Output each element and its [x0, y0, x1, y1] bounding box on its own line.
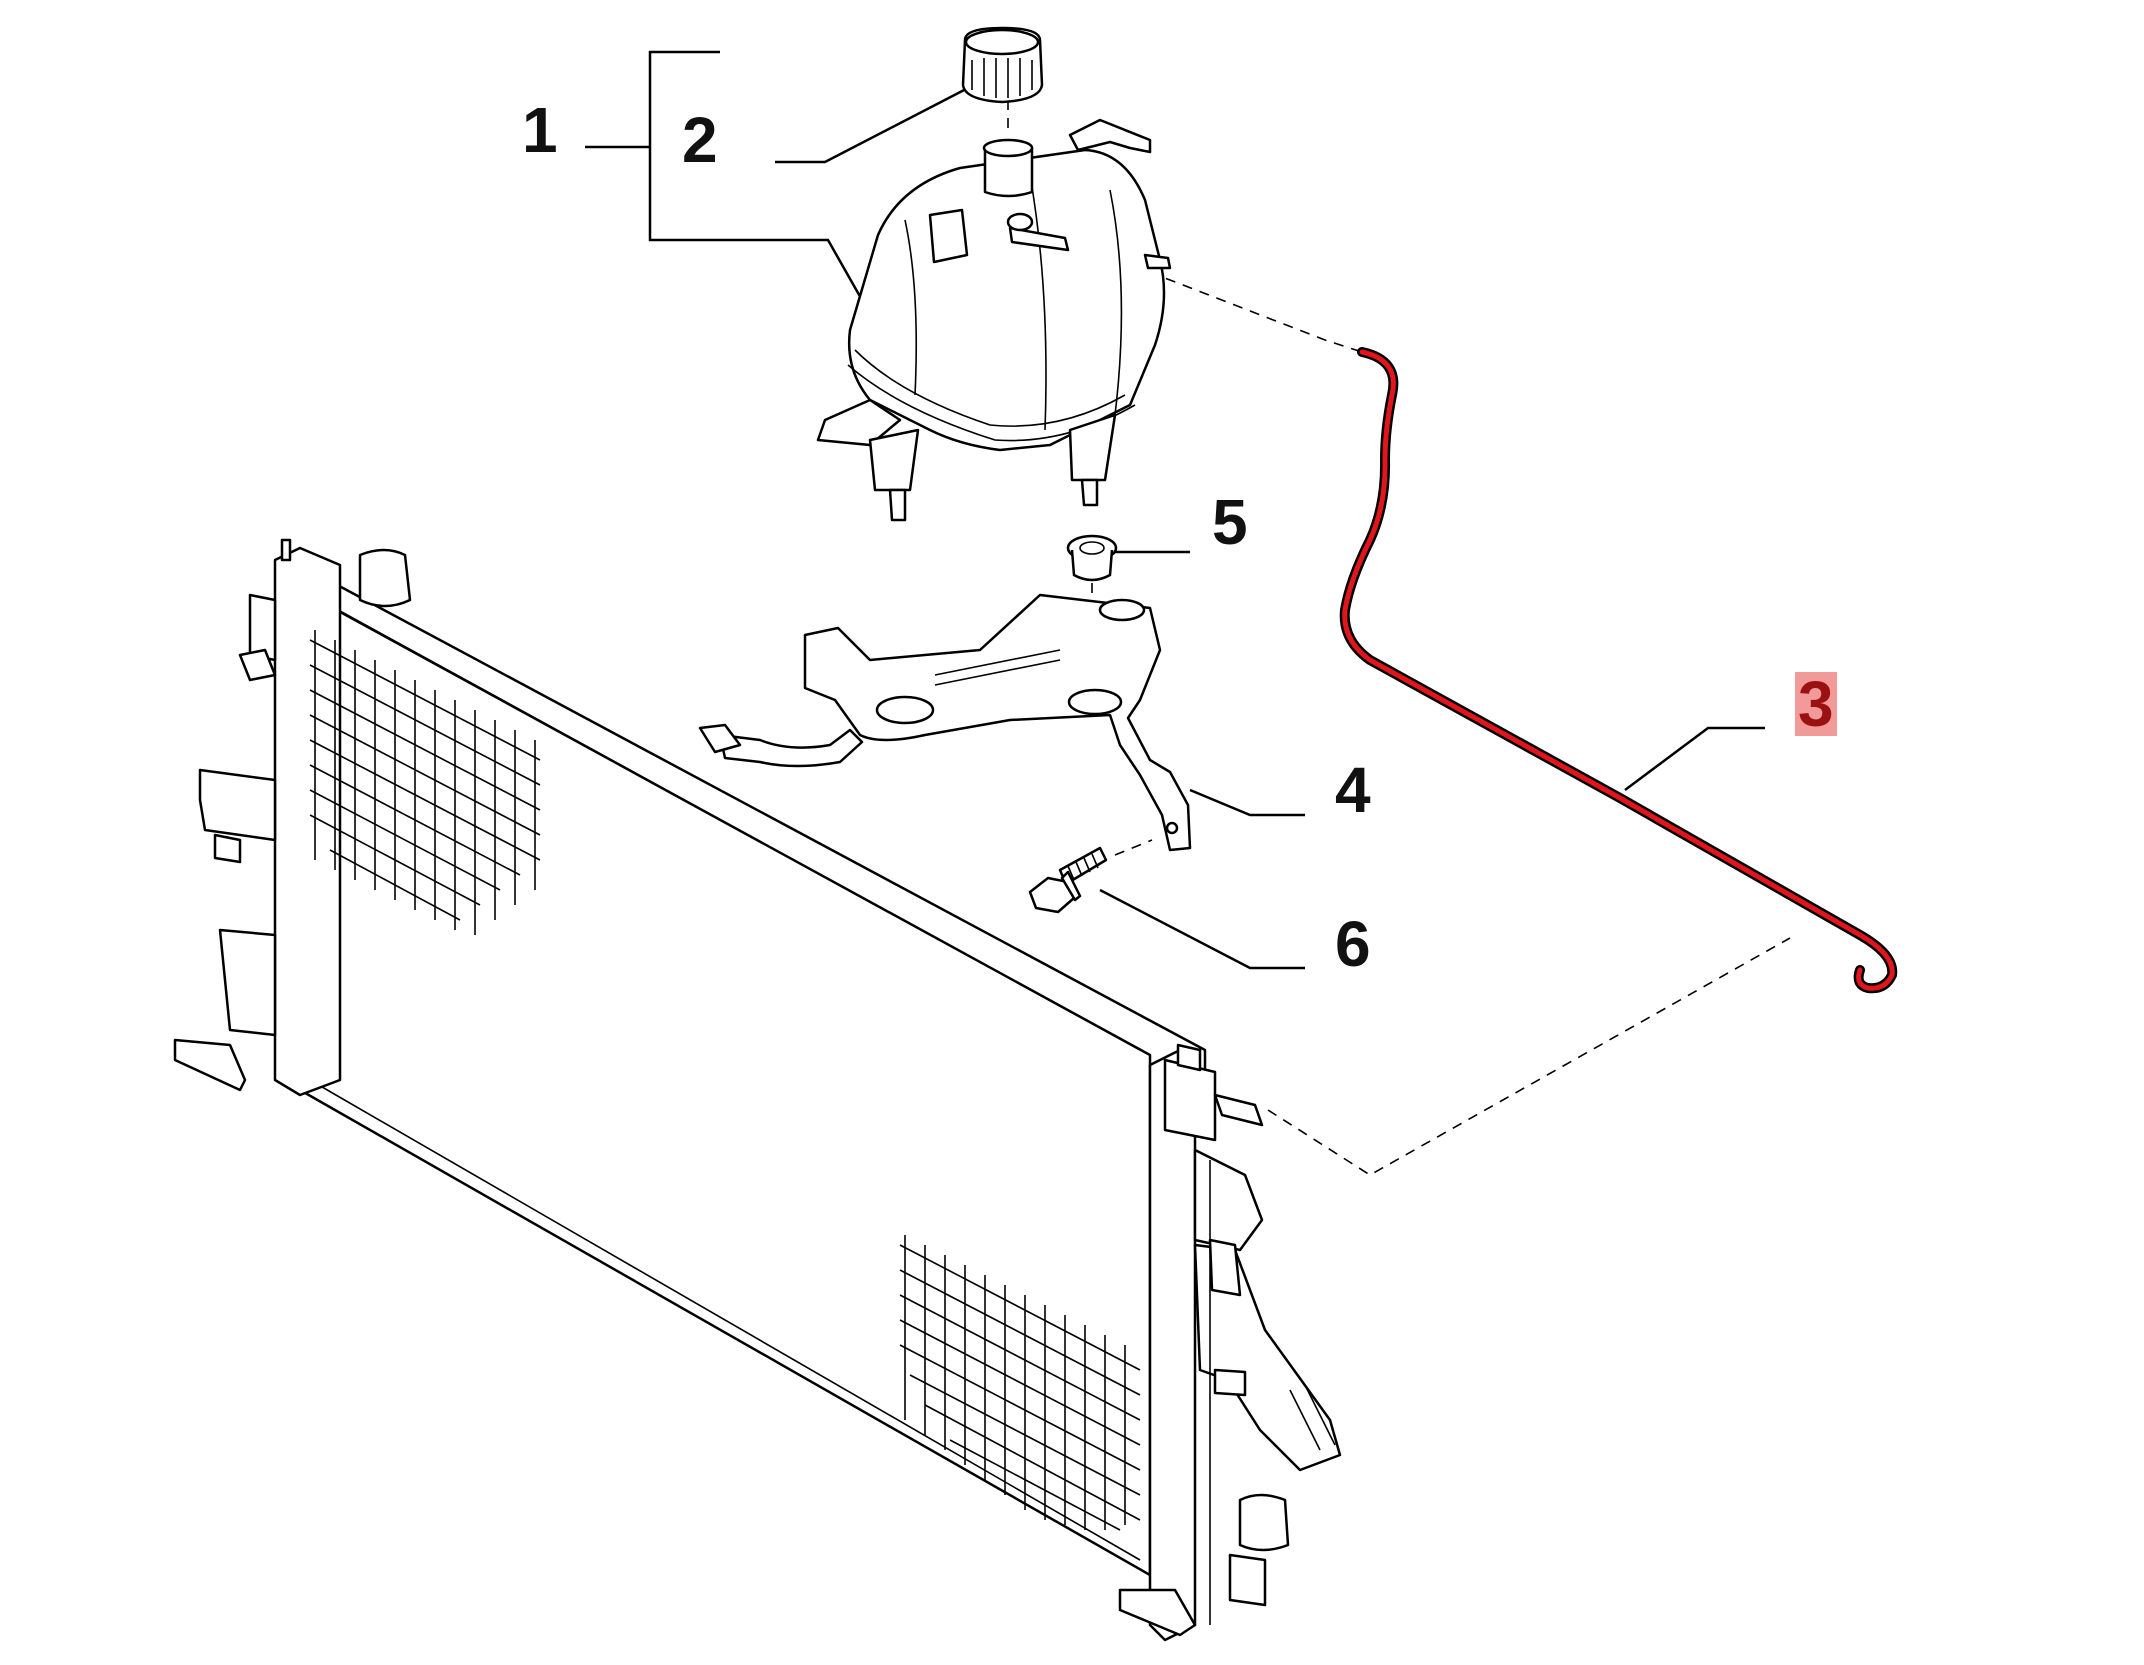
assembly-line-radiator-hose: [1267, 937, 1791, 1176]
radiator-core-mesh-lower: [899, 1235, 1141, 1531]
radiator: [173, 538, 1342, 1642]
leader-6: [1099, 888, 1305, 970]
bolt: [1028, 846, 1108, 914]
radiator-core-mesh-upper: [309, 630, 541, 935]
grommet: [1066, 534, 1118, 582]
hose-highlighted: [1339, 347, 1898, 994]
leader-3: [1624, 726, 1765, 792]
leader-2: [775, 86, 969, 164]
callout-1: 1: [522, 94, 558, 166]
tank-cap: [961, 26, 1044, 104]
leader-4: [1189, 788, 1305, 817]
leader-lines: [585, 50, 1765, 970]
callout-5: 5: [1212, 486, 1248, 558]
callout-3: 3: [1795, 672, 1837, 736]
expansion-tank: [816, 118, 1172, 522]
assembly-line-bolt: [1114, 839, 1153, 856]
leader-1-bracket: [648, 50, 864, 301]
callout-6: 6: [1335, 908, 1371, 980]
callout-4: 4: [1335, 754, 1371, 826]
bracket: [698, 593, 1192, 852]
callout-2: 2: [682, 104, 718, 176]
